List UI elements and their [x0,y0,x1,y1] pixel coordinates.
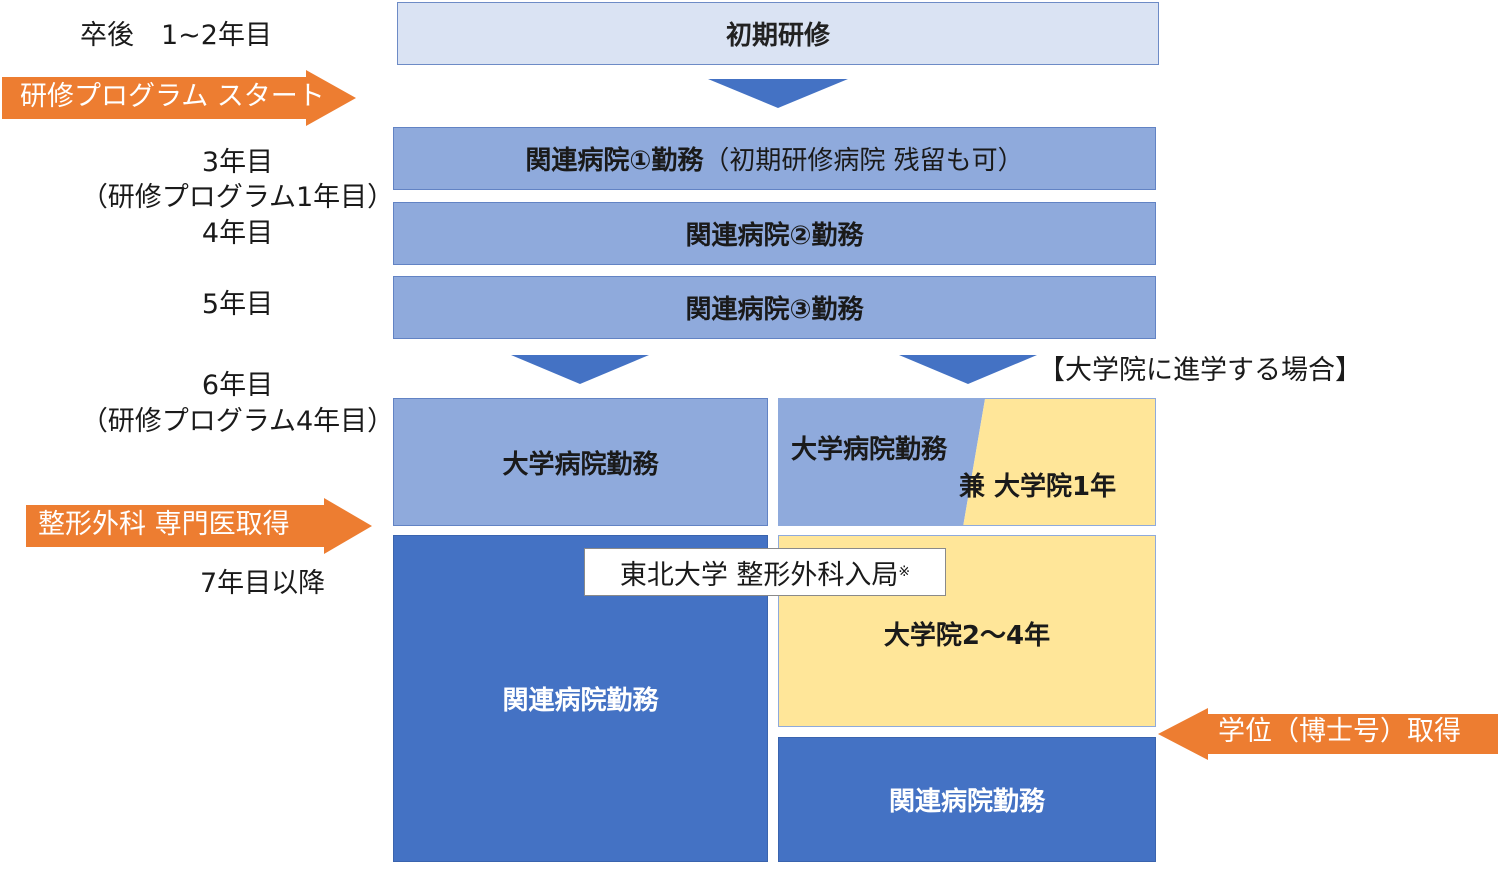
related-hospital-2-box: 関連病院②勤務 [393,202,1156,265]
grad-school-case-label: 【大学院に進学する場合】 [1038,355,1362,386]
split-grad-year1-text: 兼 大学院1年 [959,472,1117,502]
split-univ-hospital-text: 大学病院勤務 [791,435,948,465]
university-hospital-text: 大学病院勤務 [502,449,659,480]
tohoku-join-box: 東北大学 整形外科入局※ [584,548,946,596]
label-year3: 3年目 [201,147,274,178]
label-year6-sub: （研修プログラム4年目） [80,406,395,437]
program-start-arrow-icon [2,70,356,126]
label-year5: 5年目 [201,289,274,320]
label-year7-plus: 7年目以降 [200,568,326,599]
degree-arrow-icon [1158,708,1498,760]
related-hospital-1-box: 関連病院①勤務（初期研修病院 残留も可） [393,127,1156,190]
related-hospital-1-text: 関連病院①勤務 [525,146,704,176]
degree-label: 学位（博士号）取得 [1218,716,1461,747]
university-hospital-box: 大学病院勤務 [393,398,768,526]
initial-training-box: 初期研修 [397,2,1159,65]
label-year3-sub: （研修プログラム1年目） [80,182,395,213]
tohoku-join-mark: ※ [898,564,911,580]
specialist-arrow-icon [26,498,372,554]
label-year6: 6年目 [201,370,274,401]
related-hospital-3-box: 関連病院③勤務 [393,276,1156,339]
specialist-label: 整形外科 専門医取得 [38,509,290,540]
university-hospital-grad-year1-box: 大学病院勤務 兼 大学院1年 [778,398,1156,526]
split-diagonal-fill [779,399,1155,525]
label-year4: 4年目 [201,218,274,249]
tohoku-join-text: 東北大学 整形外科入局 [619,559,899,591]
related-hospital-left-box: 関連病院勤務 [393,535,768,862]
down-arrow-right-icon [899,355,1037,384]
initial-training-text: 初期研修 [725,21,830,51]
related-hospital-left-text: 関連病院勤務 [502,686,659,716]
down-arrow-left-icon [511,355,649,384]
related-hospital-2-text: 関連病院②勤務 [685,221,864,251]
grad-school-2-4-text: 大学院2～4年 [883,620,1051,651]
related-hospital-1-note: （初期研修病院 残留も可） [703,146,1024,176]
program-start-label: 研修プログラム スタート [20,81,325,112]
related-hospital-right-box: 関連病院勤務 [778,737,1156,862]
label-year1-2: 卒後 1~2年目 [80,20,272,51]
related-hospital-right-text: 関連病院勤務 [888,787,1045,817]
down-arrow-1-icon [708,79,848,108]
related-hospital-3-text: 関連病院③勤務 [685,295,864,325]
